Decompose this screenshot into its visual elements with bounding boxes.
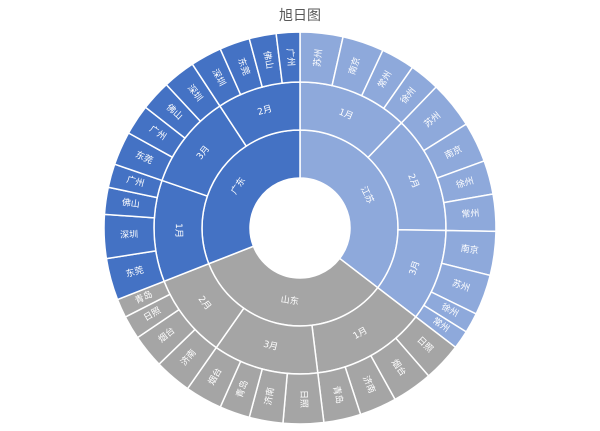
- city-label: 常州: [461, 207, 480, 220]
- city-label: 苏州: [311, 48, 325, 67]
- city-label: 深圳: [120, 229, 138, 241]
- city-label: 南京: [460, 242, 479, 256]
- month-label: 2月: [405, 172, 421, 190]
- month-label: 2月: [256, 103, 273, 118]
- province-label: 山东: [280, 293, 300, 307]
- chart-title: 旭日图: [279, 8, 321, 24]
- city-label: 青岛: [330, 385, 346, 405]
- month-label: 3月: [262, 339, 279, 353]
- segment-city[interactable]: [275, 31, 301, 84]
- month-label: 3月: [407, 259, 422, 277]
- city-label: 广州: [284, 48, 297, 67]
- city-label: 济南: [262, 386, 277, 406]
- month-label: 1月: [173, 223, 184, 238]
- city-label: 佛山: [121, 196, 141, 210]
- city-label: 日照: [298, 390, 309, 408]
- month-label: 1月: [337, 107, 355, 123]
- city-label: 佛山: [261, 50, 276, 70]
